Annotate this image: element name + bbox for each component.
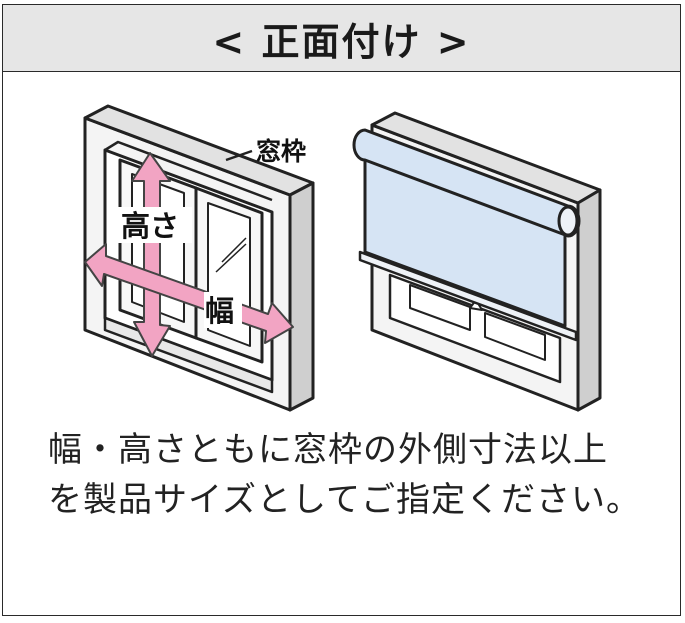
instruction-line-2: を製品サイズとしてご指定ください。 [48,480,641,520]
width-label-bg [204,292,242,328]
instruction-text: 幅・高さともに窓枠の外側寸法以上 を製品サイズとしてご指定ください。 [48,425,668,525]
width-label: 幅 [205,294,234,328]
right-frame-right-depth [576,188,602,412]
header-bar: < 正面付け > [3,5,680,72]
frame-label: 窓枠 [256,137,306,166]
height-arrow [131,152,171,357]
height-label: 高さ [121,209,179,243]
frame-leader-line [225,149,253,162]
roller-end-cap [557,205,579,237]
instruction-line-1: 幅・高さともに窓枠の外側寸法以上 [48,430,608,470]
right-window-figure [352,111,602,412]
height-label-bg [118,207,192,243]
bottom-bar [358,250,578,342]
page-title: < 正面付け > [212,19,471,64]
frame-outer-right-depth [288,181,315,412]
